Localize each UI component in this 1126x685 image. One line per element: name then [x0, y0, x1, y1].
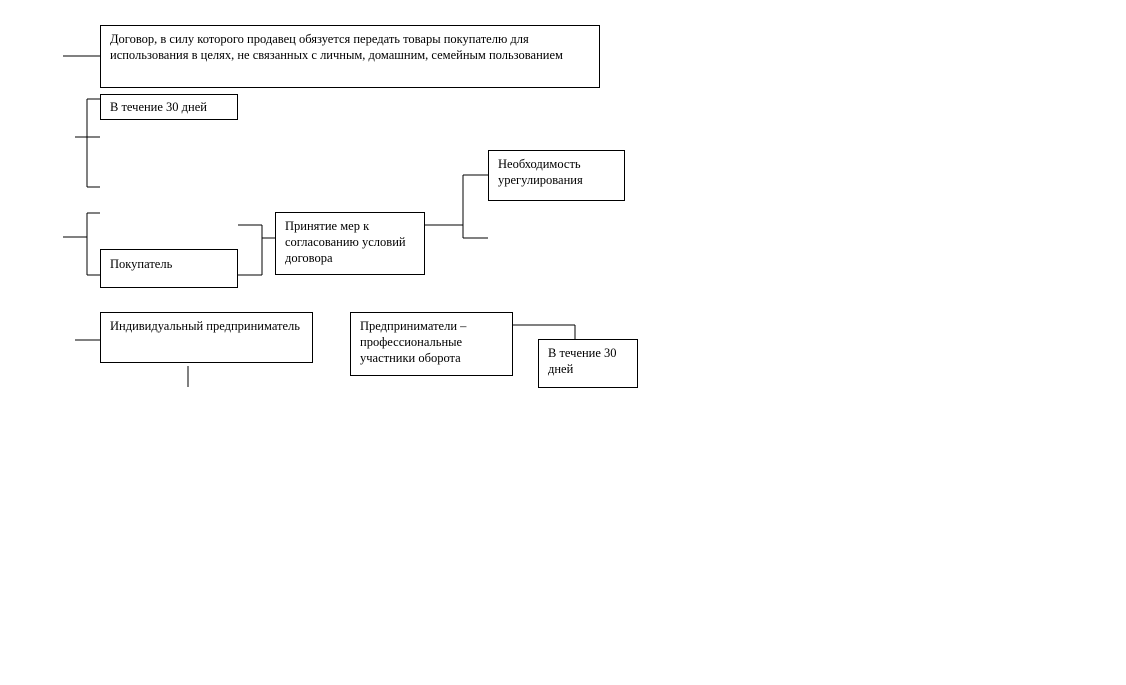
definition-box: Договор, в силу которого продавец обязуе… [100, 25, 600, 88]
entrepreneurs-professional-box: Предприниматели – профессиональные участ… [350, 312, 513, 376]
measures-box: Принятие мер к согласованию условий дого… [275, 212, 425, 275]
measures-text: Принятие мер к согласованию условий дого… [285, 219, 409, 265]
term-30-days-second-box: В течение 30 дней [538, 339, 638, 388]
entrepreneurs-professional-text: Предприниматели – профессиональные участ… [360, 319, 470, 365]
term-30-days-text: В течение 30 дней [110, 100, 207, 114]
buyer-box: Покупатель [100, 249, 238, 288]
term-30-days-box: В течение 30 дней [100, 94, 238, 120]
need-settlement-box: Необходимость урегулирования [488, 150, 625, 201]
definition-text: Договор, в силу которого продавец обязуе… [110, 32, 563, 62]
term-30-days-second-text: В течение 30 дней [548, 346, 620, 376]
individual-entrepreneur-text: Индивидуальный предприниматель [110, 319, 300, 333]
buyer-text: Покупатель [110, 257, 173, 271]
need-settlement-text: Необходимость урегулирования [498, 157, 584, 187]
individual-entrepreneur-box: Индивидуальный предприниматель [100, 312, 313, 363]
